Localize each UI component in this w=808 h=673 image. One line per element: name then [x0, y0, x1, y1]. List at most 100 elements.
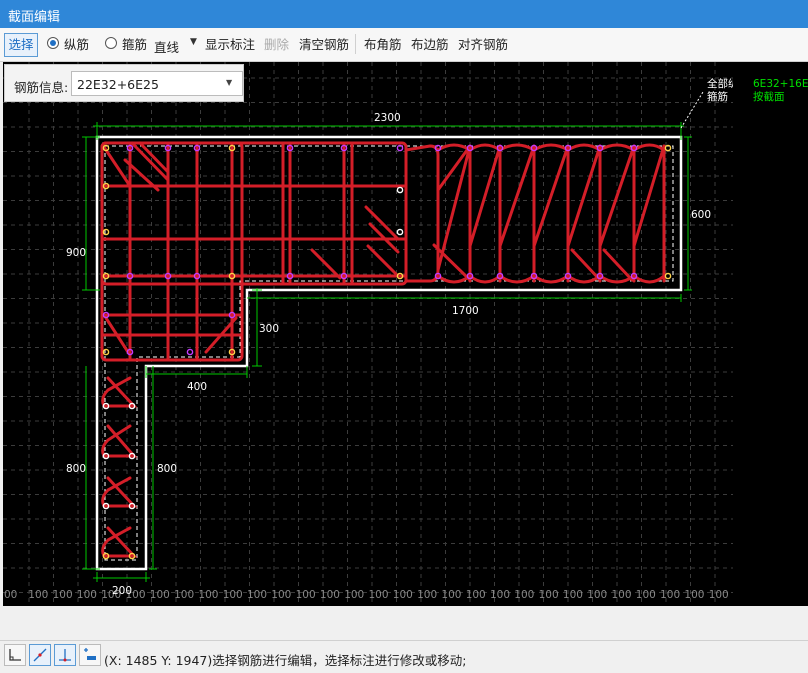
ruler-label: 100 — [539, 589, 559, 601]
align-rebar-button[interactable]: 对齐钢筋 — [458, 37, 509, 52]
select-button[interactable]: 选择 — [4, 33, 38, 57]
rebar-info-value: 22E32+6E25 — [77, 77, 159, 92]
dim-step-height[interactable]: 300 — [259, 323, 279, 335]
rebar-marker[interactable] — [564, 144, 572, 152]
rebar-marker[interactable] — [596, 144, 604, 152]
rebar-marker[interactable] — [496, 272, 504, 280]
rebar-marker[interactable] — [193, 144, 201, 152]
dimension-icon — [84, 648, 96, 660]
dim-bottom-length[interactable]: 1700 — [452, 305, 479, 317]
rebar-info-panel: 钢筋信息: 22E32+6E25 ▼ — [4, 64, 244, 102]
rebar-marker[interactable] — [630, 144, 638, 152]
ruler-label: 100 — [271, 589, 291, 601]
longitudinal-radio[interactable] — [47, 37, 59, 49]
rebar-marker[interactable] — [228, 348, 236, 356]
rebar-marker[interactable] — [102, 402, 110, 410]
ruler-label: 100 — [660, 589, 680, 601]
legend-stirrup-value[interactable]: 按截面 — [753, 90, 785, 103]
line-mode-dropdown[interactable]: 直线 ▼ — [150, 32, 200, 56]
delete-button[interactable]: 删除 — [264, 37, 290, 52]
rebar-marker[interactable] — [186, 348, 194, 356]
show-labels-button[interactable]: 显示标注 — [205, 37, 256, 52]
rebar-marker[interactable] — [396, 186, 404, 194]
perpendicular-snap-button[interactable] — [54, 644, 76, 666]
rebar-marker[interactable] — [434, 144, 442, 152]
legend-stirrup: 箍筋 — [707, 90, 728, 103]
dim-left-height[interactable]: 900 — [66, 247, 86, 259]
line-mode-value: 直线 — [154, 40, 180, 55]
rebar-marker[interactable] — [102, 502, 110, 510]
rebar-info-dropdown[interactable]: 22E32+6E25 ▼ — [71, 71, 243, 96]
ruler-label: 100 — [417, 589, 437, 601]
dim-right-height[interactable]: 600 — [691, 209, 711, 221]
rebar-marker[interactable] — [128, 502, 136, 510]
rebar-marker[interactable] — [102, 144, 110, 152]
rebar-marker[interactable] — [434, 272, 442, 280]
rebar-marker[interactable] — [664, 272, 672, 280]
rebar-marker[interactable] — [286, 144, 294, 152]
rebar-marker[interactable] — [128, 402, 136, 410]
rebar-marker[interactable] — [126, 348, 134, 356]
ruler-label: 100 — [296, 589, 316, 601]
stirrup-label[interactable]: 箍筋 — [122, 37, 148, 52]
rebar-marker[interactable] — [102, 311, 110, 319]
rebar-marker[interactable] — [102, 272, 110, 280]
rebar-marker[interactable] — [564, 272, 572, 280]
dim-leg-right-height[interactable]: 800 — [157, 463, 177, 475]
rebar-marker[interactable] — [102, 182, 110, 190]
rebar-marker[interactable] — [228, 144, 236, 152]
ruler-label: 100 — [320, 589, 340, 601]
rebar-marker[interactable] — [630, 272, 638, 280]
rebar-marker[interactable] — [664, 144, 672, 152]
rebar-marker[interactable] — [102, 228, 110, 236]
dim-leg-left-height[interactable]: 800 — [66, 463, 86, 475]
polar-snap-button[interactable] — [29, 644, 51, 666]
rebar-marker[interactable] — [496, 144, 504, 152]
rebar-marker[interactable] — [126, 144, 134, 152]
ruler-label: 100 — [709, 589, 729, 601]
rebar-marker[interactable] — [193, 272, 201, 280]
ruler-label: 100 — [344, 589, 364, 601]
rebar-marker[interactable] — [396, 272, 404, 280]
rebar-marker[interactable] — [102, 348, 110, 356]
rebar-marker[interactable] — [596, 272, 604, 280]
legend-all-longitudinal-value[interactable]: 6E32+16E2 — [753, 78, 808, 90]
ortho-snap-button[interactable] — [4, 644, 26, 666]
ruler-label: 100 — [198, 589, 218, 601]
rebar-marker[interactable] — [126, 272, 134, 280]
ruler-label: 100 — [150, 589, 170, 601]
dimension-mode-button[interactable] — [79, 644, 101, 666]
edge-rebar-button[interactable]: 布边筋 — [411, 37, 449, 52]
rebar-marker[interactable] — [530, 144, 538, 152]
rebar-marker[interactable] — [128, 552, 136, 560]
dim-step-width[interactable]: 400 — [187, 381, 207, 393]
rebar-marker[interactable] — [340, 272, 348, 280]
rebar-marker[interactable] — [396, 228, 404, 236]
rebar-marker[interactable] — [102, 452, 110, 460]
corner-rebar-button[interactable]: 布角筋 — [364, 37, 402, 52]
dim-leg-width[interactable]: 200 — [112, 585, 132, 597]
stirrup-radio[interactable] — [105, 37, 117, 49]
rebar-marker[interactable] — [102, 552, 110, 560]
rebar-marker[interactable] — [228, 311, 236, 319]
rebar-marker[interactable] — [164, 272, 172, 280]
rebar-marker[interactable] — [466, 144, 474, 152]
perpendicular-icon — [59, 649, 71, 662]
ruler-label: 100 — [77, 589, 97, 601]
clear-rebar-button[interactable]: 清空钢筋 — [299, 37, 350, 52]
rebar-marker[interactable] — [128, 452, 136, 460]
rebar-marker[interactable] — [530, 272, 538, 280]
status-text: (X: 1485 Y: 1947)选择钢筋进行编辑，选择标注进行修改或移动; — [104, 653, 467, 668]
rebar-marker[interactable] — [286, 272, 294, 280]
ruler-label: 100 — [28, 589, 48, 601]
longitudinal-label[interactable]: 纵筋 — [64, 37, 90, 52]
rebar-marker[interactable] — [396, 144, 404, 152]
ruler-label: 100 — [587, 589, 607, 601]
dim-top-width[interactable]: 2300 — [374, 112, 401, 124]
dimension-lines — [82, 122, 692, 582]
rebar-marker[interactable] — [466, 272, 474, 280]
rebar-marker[interactable] — [340, 144, 348, 152]
rebar-marker[interactable] — [164, 144, 172, 152]
rebar-marker[interactable] — [228, 272, 236, 280]
